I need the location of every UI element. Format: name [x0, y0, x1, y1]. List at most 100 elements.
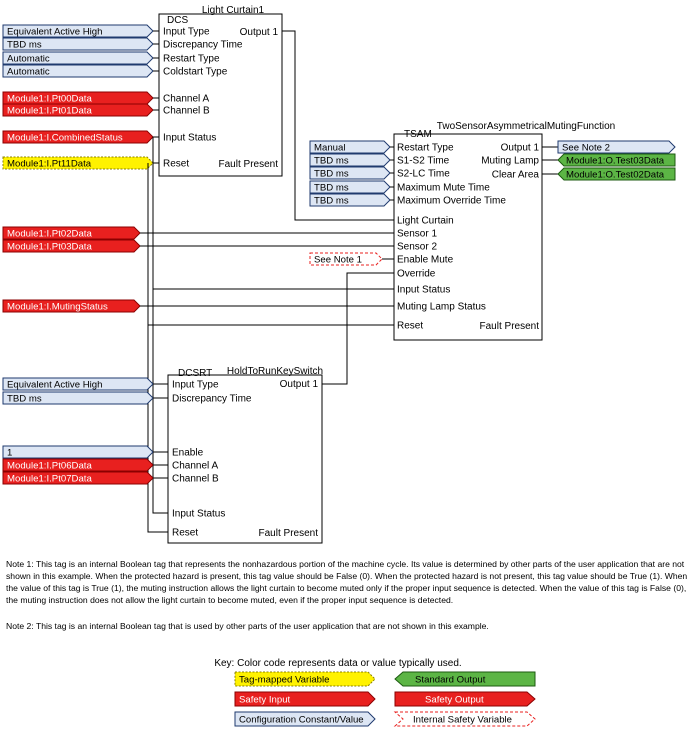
tsam-tag-8-label: See Note 1: [314, 255, 362, 266]
dcsrt-tag-5: [2, 471, 154, 485]
tsam-pin-1: Restart Type: [397, 143, 454, 154]
tsam-pin-6: Light Curtain: [397, 216, 454, 227]
tsam-tag-8: [309, 252, 383, 266]
tsam-tag-4: [309, 180, 391, 194]
note-1: Note 1: This tag is an internal Boolean …: [6, 559, 688, 605]
dcsrt-tag-2: [2, 391, 154, 405]
tsam-block: [393, 133, 543, 341]
dcs-block-title: Light Curtain1: [202, 5, 265, 16]
dcsrt-output-pin: Output 1: [280, 379, 319, 390]
dcsrt-tag-3: [2, 445, 154, 459]
dcsrt-tag-4-label: Module1:I.Pt06Data: [7, 461, 92, 472]
dcs-tag-5: [2, 91, 154, 105]
dcs-tag-8-label: Module1:I.Pt11Data: [7, 159, 92, 170]
legend-standard-output: [394, 671, 536, 687]
dcs-tag-6: [2, 103, 154, 117]
tsam-pin-12: Muting Lamp Status: [397, 302, 486, 313]
dcsrt-block-type: DCSRT: [178, 368, 212, 379]
dcsrt-block-title: HoldToRunKeySwitch: [227, 366, 323, 377]
tsam-pin-8: Sensor 2: [397, 242, 437, 253]
legend-tag-mapped-label: Tag-mapped Variable: [239, 675, 329, 686]
tsam-output-tag-2-label: Module1:O.Test03Data: [566, 156, 665, 167]
dcs-block-type: DCS: [167, 15, 188, 26]
tsam-tag-9-label: Module1:I.MutingStatus: [7, 302, 108, 313]
legend-safety-input-label: Safety Input: [239, 695, 291, 706]
dcs-tag-1: [2, 24, 154, 38]
legend-internal-variable-label: Internal Safety Variable: [413, 715, 512, 726]
dcs-pin-3: Restart Type: [163, 54, 220, 65]
dcs-output-pin: Output 1: [240, 27, 279, 38]
dcs-pin-1: Input Type: [163, 27, 210, 38]
dcsrt-tag-1-label: Equivalent Active High: [7, 380, 102, 391]
tsam-pin-11: Input Status: [397, 285, 450, 296]
dcsrt-pin-6: Input Status: [172, 509, 225, 520]
dcs-fault-pin: Fault Present: [219, 159, 279, 170]
wire-dcsrt-output-to-override: [322, 272, 394, 385]
wire-reset-bus: [147, 163, 168, 533]
tsam-tag-7-label: Module1:I.Pt03Data: [7, 242, 92, 253]
tsam-pin-7: Sensor 1: [397, 229, 437, 240]
tsam-output-pin-3: Clear Area: [492, 170, 540, 181]
tsam-tag-7: [2, 239, 141, 253]
dcs-tag-3: [2, 51, 154, 65]
dcs-tag-1-label: Equivalent Active High: [7, 27, 102, 38]
dcs-tag-2-label: TBD ms: [7, 40, 42, 51]
tsam-output-tag-3-label: Module1:O.Test02Data: [566, 170, 665, 181]
dcsrt-pin-2: Discrepancy Time: [172, 394, 252, 405]
tsam-fault-pin: Fault Present: [480, 321, 540, 332]
dcs-tag-7: [2, 130, 154, 144]
legend-safety-output: [394, 691, 536, 707]
tsam-pin-13: Reset: [397, 321, 423, 332]
tsam-tag-5: [309, 193, 391, 207]
dcs-pin-2: Discrepancy Time: [163, 40, 243, 51]
dcs-tag-2: [2, 37, 154, 51]
dcs-pin-8: Reset: [163, 159, 189, 170]
legend-safety-input: [234, 691, 376, 707]
dcsrt-tag-3-label: 1: [7, 448, 12, 459]
dcs-tag-4-label: Automatic: [7, 67, 50, 78]
tsam-tag-9: [2, 299, 141, 313]
tsam-output-tag-2: [557, 153, 676, 167]
dcsrt-pin-3: Enable: [172, 448, 204, 459]
legend-safety-output-label: Safety Output: [425, 695, 484, 706]
note-2: Note 2: This tag is an internal Boolean …: [6, 621, 489, 631]
tsam-tag-3: [309, 166, 391, 180]
dcs-tag-4: [2, 64, 154, 78]
tsam-tag-6-label: Module1:I.Pt02Data: [7, 229, 92, 240]
dcsrt-tag-4: [2, 458, 154, 472]
tsam-tag-1-label: Manual: [314, 143, 345, 154]
dcs-tag-8: [2, 156, 154, 170]
dcs-tag-6-label: Module1:I.Pt01Data: [7, 106, 92, 117]
dcs-tag-5-label: Module1:I.Pt00Data: [7, 94, 92, 105]
dcsrt-tag-2-label: TBD ms: [7, 394, 42, 405]
legend-standard-output-label: Standard Output: [415, 675, 486, 686]
dcs-pin-6: Channel B: [163, 106, 210, 117]
legend-title: Key: Color code represents data or value…: [214, 658, 461, 669]
legend-tag-mapped: [234, 671, 376, 687]
dcsrt-pin-5: Channel B: [172, 474, 219, 485]
dcsrt-block: [167, 374, 323, 544]
tsam-pin-10: Override: [397, 269, 436, 280]
dcs-pin-5: Channel A: [163, 94, 209, 105]
tsam-pin-5: Maximum Override Time: [397, 196, 506, 207]
legend-config-constant: [234, 711, 376, 727]
tsam-output-tag-3: [557, 167, 676, 181]
tsam-block-type: TSAM: [404, 129, 432, 140]
tsam-output-tag-1-label: See Note 2: [562, 143, 610, 154]
tsam-tag-2: [309, 153, 391, 167]
dcs-pin-7: Input Status: [163, 133, 216, 144]
tsam-tag-4-label: TBD ms: [314, 183, 349, 194]
dcsrt-pin-7: Reset: [172, 528, 198, 539]
tsam-tag-5-label: TBD ms: [314, 196, 349, 207]
legend-config-constant-label: Configuration Constant/Value: [239, 715, 364, 726]
dcs-block: [158, 13, 283, 177]
dcsrt-fault-pin: Fault Present: [259, 528, 319, 539]
tsam-tag-2-label: TBD ms: [314, 156, 349, 167]
tsam-pin-2: S1-S2 Time: [397, 156, 450, 167]
tsam-block-title: TwoSensorAsymmetricalMutingFunction: [437, 121, 615, 132]
dcsrt-tag-1: [2, 377, 154, 391]
dcsrt-tag-5-label: Module1:I.Pt07Data: [7, 474, 92, 485]
dcsrt-pin-4: Channel A: [172, 461, 218, 472]
